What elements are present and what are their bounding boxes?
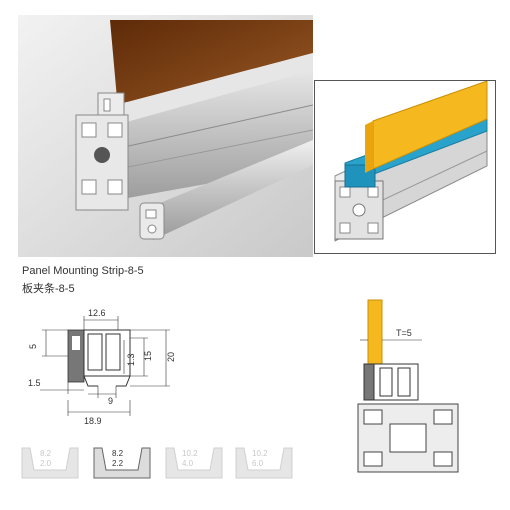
dim-left-height: 5 <box>28 344 38 349</box>
product-photo <box>18 15 313 257</box>
variant-chips: 8.2 2.0 8.2 2.2 10.2 4.0 10.2 6.0 <box>21 447 293 479</box>
variant-4-slot: 10.2 <box>252 449 268 458</box>
variant-3-thickness: 4.0 <box>182 459 194 468</box>
variant-3-slot: 10.2 <box>182 449 198 458</box>
product-photo-svg <box>18 15 313 257</box>
assembly-section: T=5 <box>357 299 459 473</box>
dim-top-width: 12.6 <box>88 308 106 318</box>
variant-2-thickness: 2.2 <box>112 459 124 468</box>
variant-2-slot: 8.2 <box>112 449 124 458</box>
dim-total-width: 18.9 <box>84 416 102 426</box>
dim-left-offset: 1.5 <box>28 378 41 388</box>
loose-mounting-strip <box>143 140 313 240</box>
variant-1-slot: 8.2 <box>40 449 52 458</box>
brown-panel <box>110 20 313 110</box>
dim-mid-height: 15 <box>143 351 153 361</box>
dim-inner-height: 1.3 <box>126 353 136 366</box>
profile-cross-section <box>67 329 131 387</box>
product-title-en: Panel Mounting Strip-8-5 <box>22 265 144 277</box>
dim-bottom-gap: 9 <box>108 396 113 406</box>
dimension-drawing: 12.6 5 1.3 15 20 1.5 9 18.9 <box>28 308 176 426</box>
variant-chip-4[interactable]: 10.2 6.0 <box>235 447 293 479</box>
variant-1-thickness: 2.0 <box>40 459 52 468</box>
variant-chip-3[interactable]: 10.2 4.0 <box>165 447 223 479</box>
variant-chip-2[interactable]: 8.2 2.2 <box>93 447 151 479</box>
dim-panel-thickness: T=5 <box>396 328 412 338</box>
product-title-cn: 板夹条-8-5 <box>22 283 75 295</box>
mounting-strip-end <box>97 92 125 116</box>
variant-chip-1[interactable]: 8.2 2.0 <box>21 447 79 479</box>
assembly-inset <box>314 80 496 254</box>
assembly-inset-svg <box>334 80 488 242</box>
variant-4-thickness: 6.0 <box>252 459 264 468</box>
dim-total-height: 20 <box>166 352 176 362</box>
